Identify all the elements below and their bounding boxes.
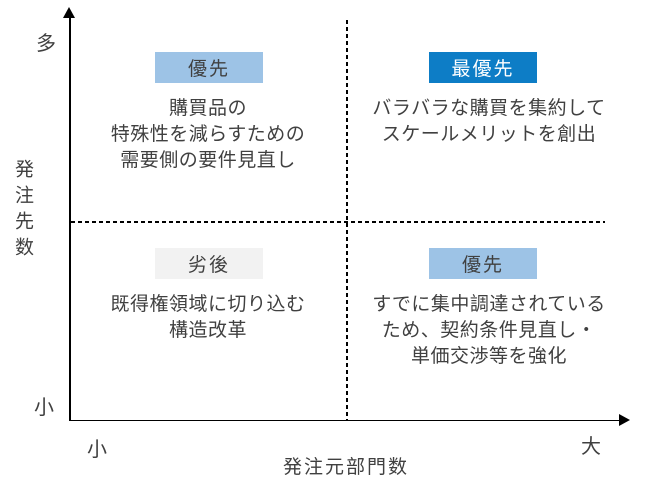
badge-top-priority-top-right: 最優先: [429, 52, 537, 83]
vertical-divider-dashed-line: [346, 20, 348, 420]
quadrant-description-top-right: バラバラな購買を集約して スケールメリットを創出: [372, 98, 606, 145]
quadrant-description-top-left: 購買品の 特殊性を減らすための 需要側の要件見直し: [110, 98, 306, 171]
x-axis-line: [70, 419, 620, 421]
y-axis-min-label: 小: [34, 397, 54, 419]
quadrant-description-bottom-right: すでに集中調達されている ため、契約条件見直し・ 単価交渉等を強化: [372, 294, 606, 367]
x-axis-arrowhead-icon: [619, 414, 630, 426]
badge-priority-top-left: 優先: [155, 52, 263, 83]
y-axis-arrowhead-icon: [63, 7, 75, 18]
y-axis-line: [69, 16, 71, 421]
x-axis-min-label: 小: [87, 439, 107, 461]
badge-priority-bottom-right: 優先: [429, 248, 537, 279]
quadrant-description-bottom-left: 既得権領域に切り込む 構造改革: [110, 294, 306, 341]
y-axis-title: 発注先数: [12, 159, 33, 263]
x-axis-max-label: 大: [581, 436, 601, 458]
horizontal-divider-dashed-line: [71, 221, 605, 223]
y-axis-max-label: 多: [36, 33, 56, 55]
x-axis-title: 発注元部門数: [282, 457, 410, 478]
badge-deprioritized-bottom-left: 劣後: [155, 248, 263, 279]
